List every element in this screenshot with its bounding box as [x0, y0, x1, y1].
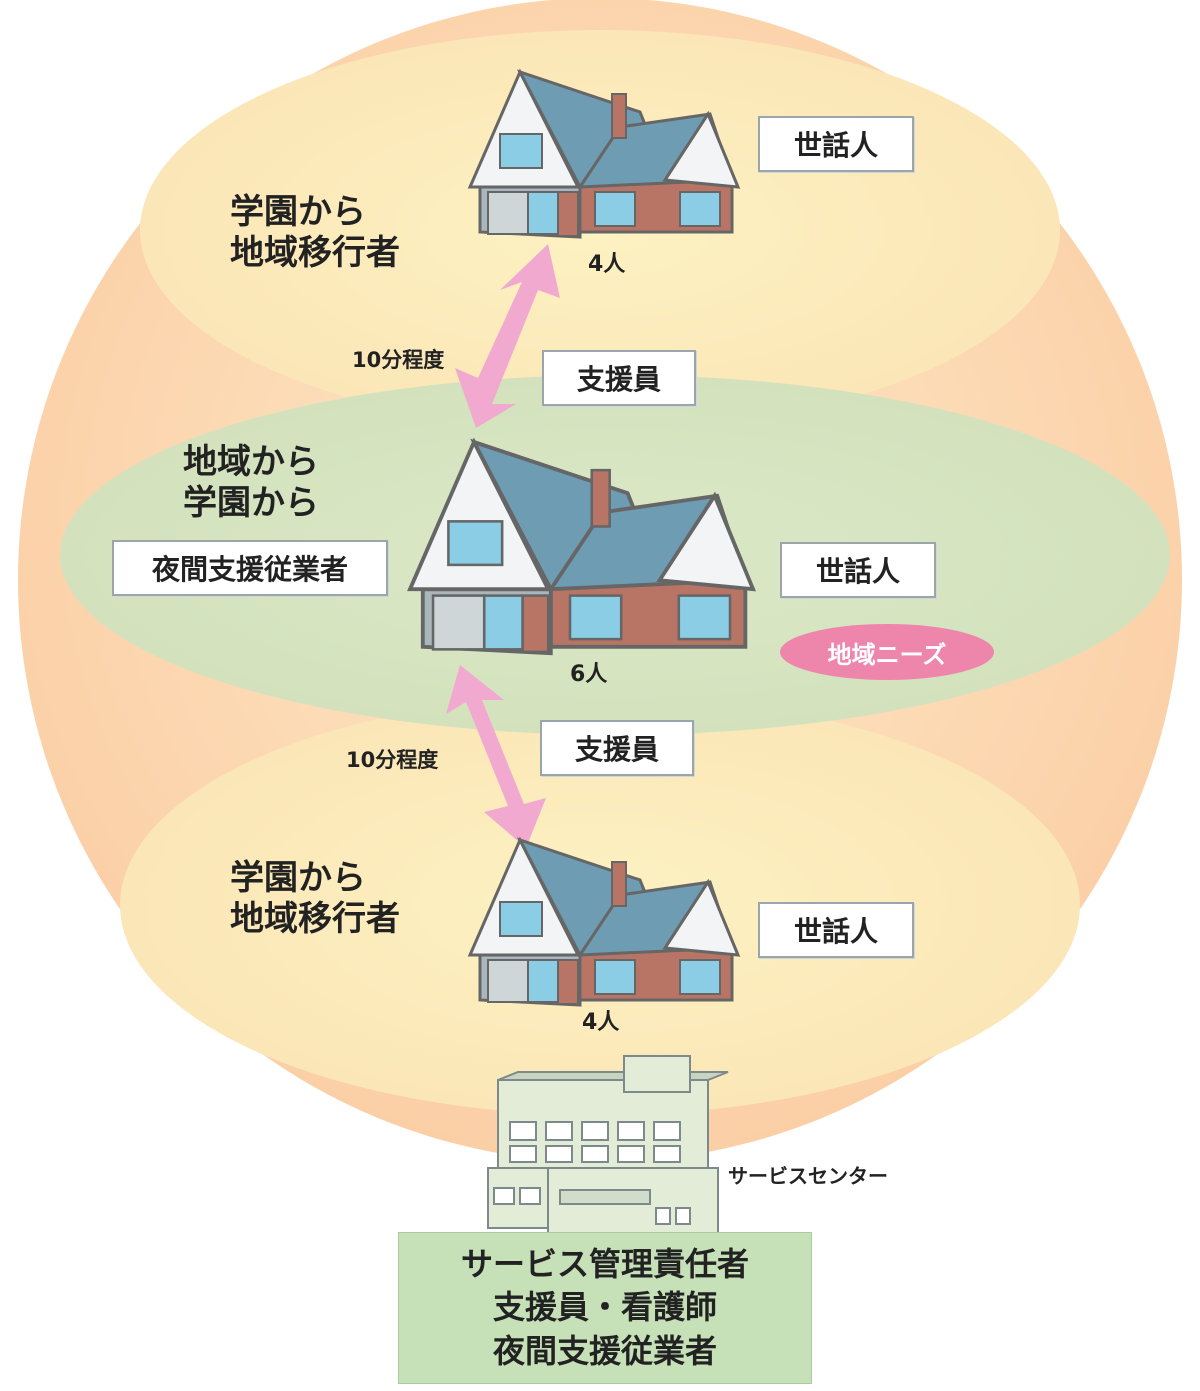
upper-link-time: 10分程度 — [352, 348, 445, 372]
lower-caretaker-box: 世話人 — [758, 902, 914, 958]
lower-residents-label: 学園から 地域移行者 — [230, 858, 400, 941]
lower-residents-line2: 地域移行者 — [230, 899, 400, 940]
lower-link-time: 10分程度 — [346, 748, 439, 772]
upper-residents-label: 学園から 地域移行者 — [230, 192, 400, 275]
staff-line-1: サービス管理責任者 — [460, 1245, 749, 1284]
house-middle — [407, 437, 757, 656]
upper-link-support-box: 支援員 — [542, 350, 696, 406]
upper-count: 4人 — [588, 252, 626, 277]
middle-count: 6人 — [570, 662, 608, 687]
upper-arrow — [455, 244, 560, 428]
middle-residents-line2: 学園から — [183, 483, 319, 524]
house-upper — [467, 68, 741, 239]
middle-night-staff-box: 夜間支援従業者 — [112, 540, 388, 596]
lower-residents-line1: 学園から — [230, 858, 366, 898]
lower-arrow — [446, 665, 546, 848]
lower-link-support-box: 支援員 — [540, 720, 694, 776]
lower-count: 4人 — [582, 1010, 620, 1035]
middle-residents-label: 地域から 学園から — [183, 442, 319, 525]
upper-residents-line2: 地域移行者 — [230, 233, 400, 274]
staff-line-2: 支援員・看護師 — [492, 1288, 717, 1327]
middle-residents-line1: 地域から — [183, 442, 319, 482]
house-lower — [467, 836, 741, 1007]
middle-caretaker-box: 世話人 — [780, 542, 936, 598]
upper-caretaker-box: 世話人 — [758, 116, 914, 172]
service-center-building — [487, 1055, 729, 1235]
upper-residents-line1: 学園から — [230, 192, 366, 232]
service-center-staff-box: サービス管理責任者 支援員・看護師 夜間支援従業者 — [398, 1232, 812, 1384]
community-needs-pill: 地域ニーズ — [780, 624, 994, 680]
service-center-label: サービスセンター — [728, 1164, 888, 1188]
staff-line-3: 夜間支援従業者 — [492, 1331, 717, 1370]
